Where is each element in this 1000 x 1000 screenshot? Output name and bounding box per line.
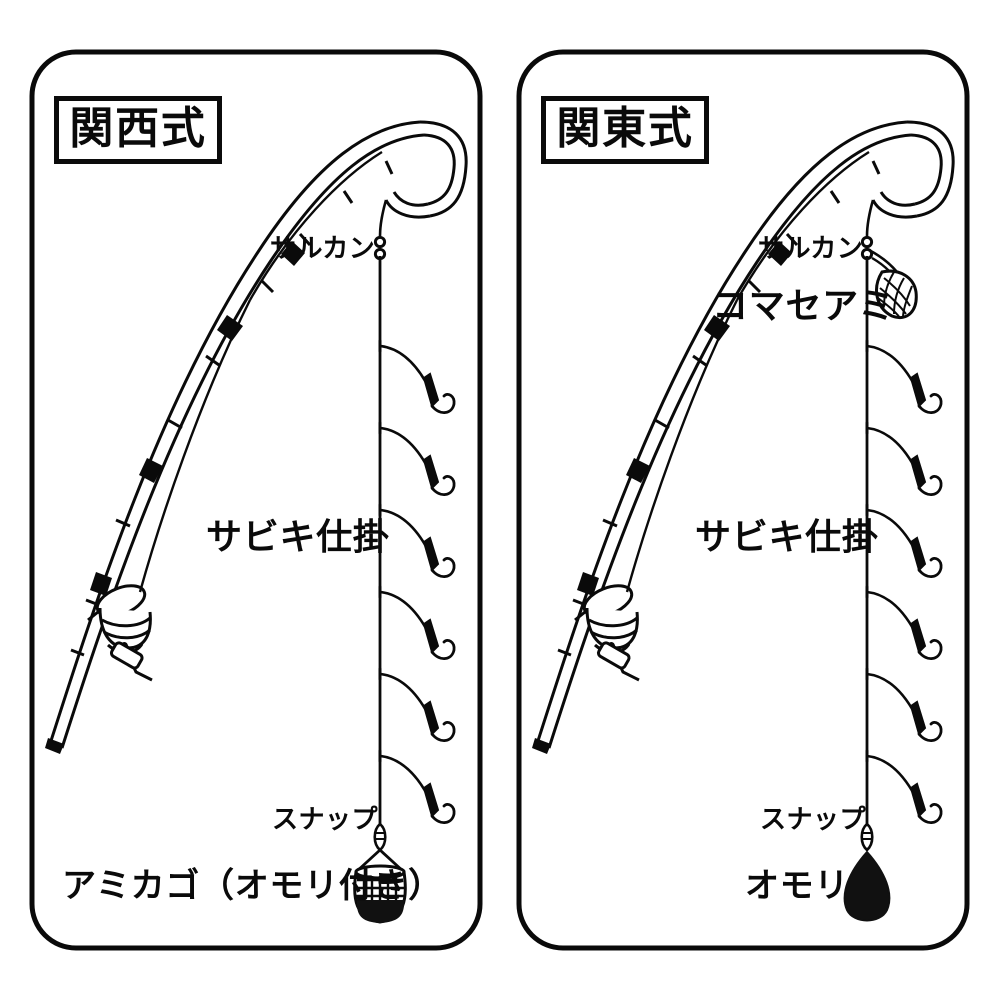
rig-line-kansai (353, 199, 456, 924)
panel-title-box-kansai: 関西式 (54, 96, 222, 164)
panel-frame-kanto (516, 49, 970, 951)
panel-title-kanto: 関東式 (556, 103, 694, 153)
spinning-reel-kansai (87, 150, 383, 682)
spinning-reel-kanto (574, 150, 870, 682)
teardrop-sinker (843, 850, 891, 922)
label-snap-kansai: スナップ (272, 804, 379, 834)
label-swivel-kanto: サルカン (758, 233, 864, 263)
label-chum-kanto: コマセアミ (712, 285, 895, 326)
label-terminal-kanto: オモリ (745, 867, 850, 905)
panel-title-kansai: 関西式 (69, 103, 207, 153)
komase-ami-bag (868, 248, 918, 319)
rig-line-kanto (843, 199, 943, 922)
label-swivel-kansai: サルカン (270, 233, 376, 263)
amikago-basket (353, 848, 407, 924)
label-terminal-kansai: アミカゴ（オモリ付き） (62, 867, 443, 905)
label-rig-kanto: サビキ仕掛 (695, 516, 879, 557)
label-rig-kansai: サビキ仕掛 (206, 516, 390, 557)
label-snap-kanto: スナップ (760, 804, 867, 834)
panel-title-box-kanto: 関東式 (541, 96, 709, 164)
panel-frame-kansai (29, 49, 483, 951)
